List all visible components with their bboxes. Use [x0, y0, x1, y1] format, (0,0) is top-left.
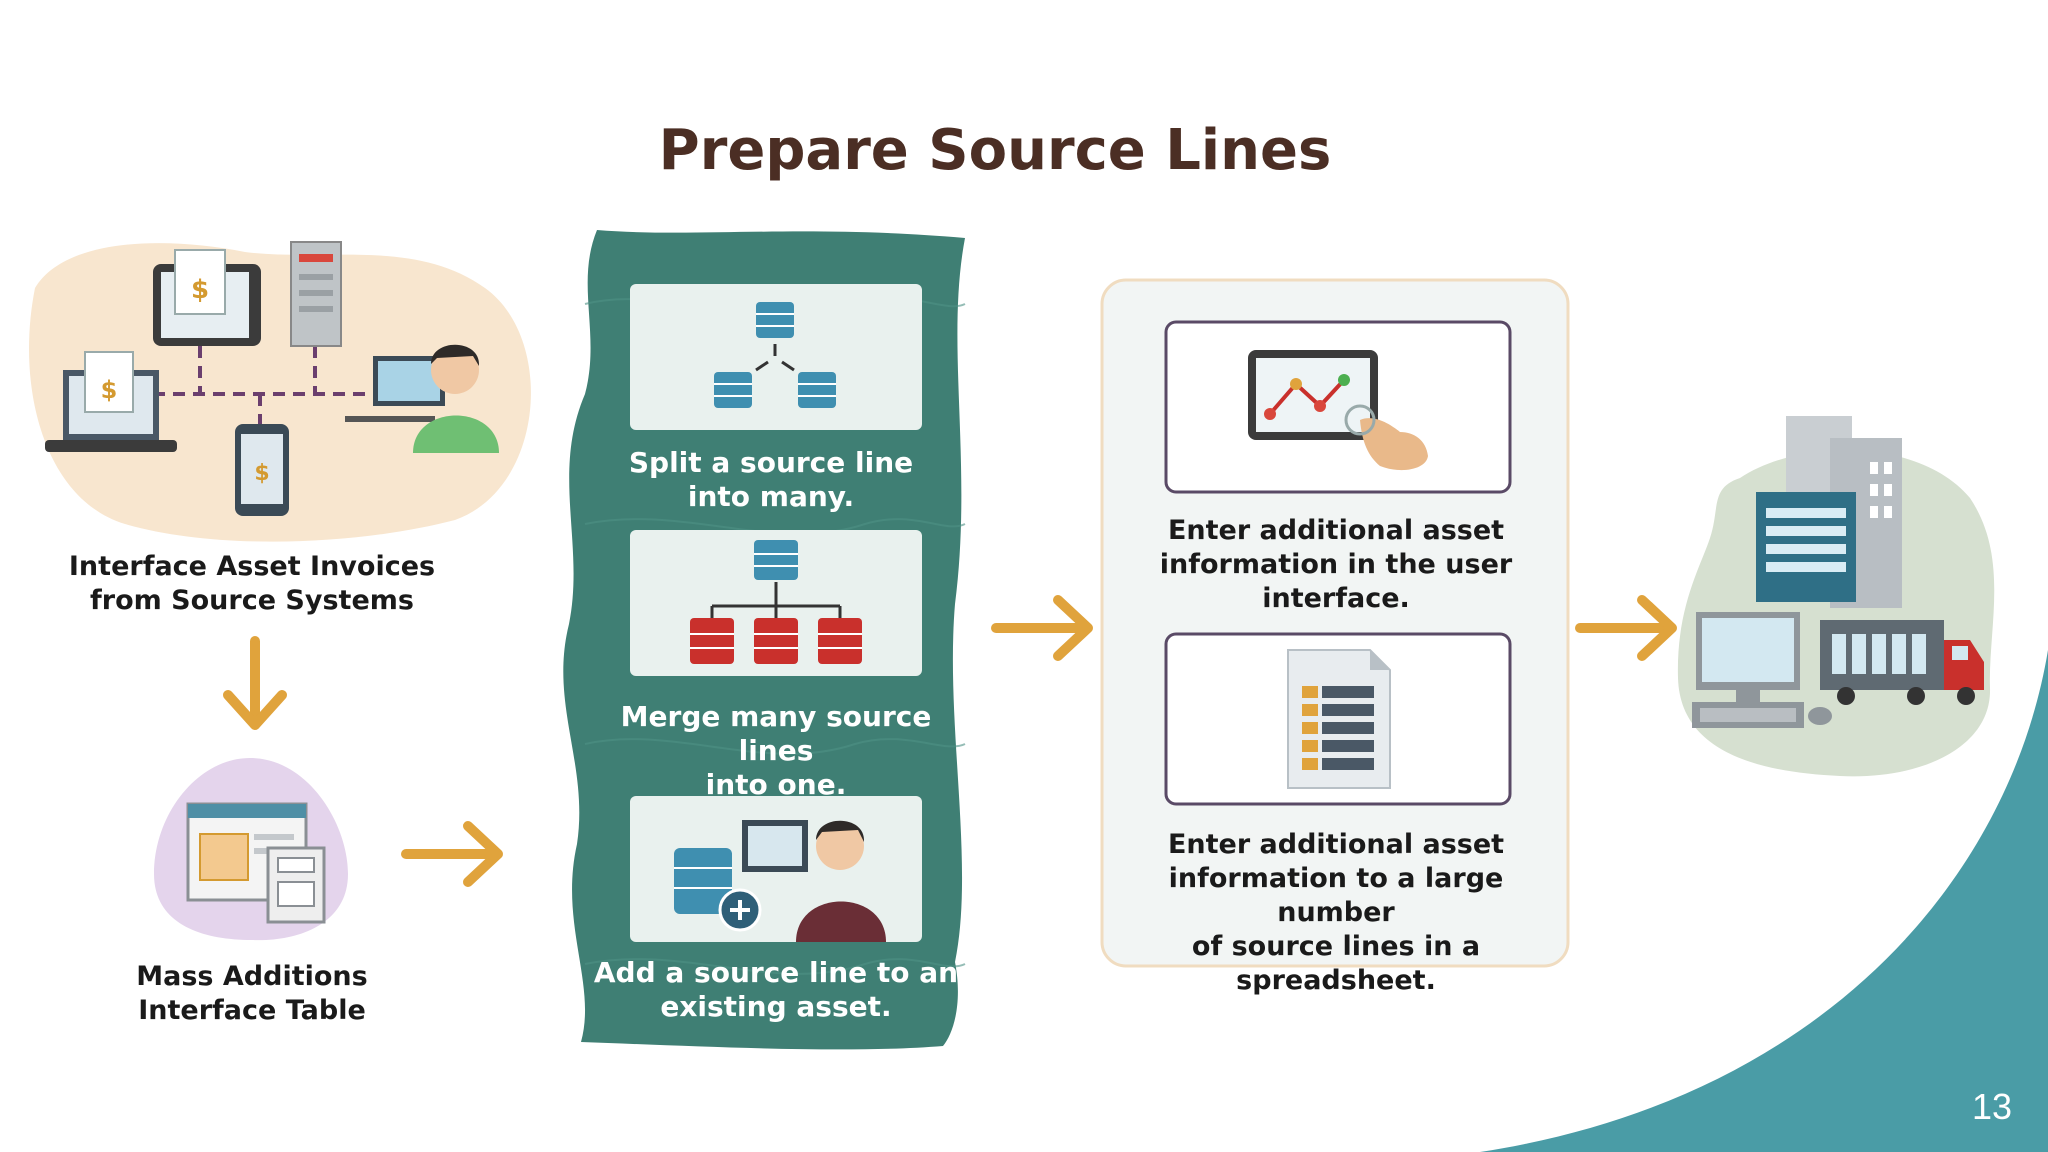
touch-chart-card	[1164, 320, 1512, 494]
laptop-invoice-icon: $	[45, 351, 177, 452]
phone-invoice-icon: $	[235, 424, 289, 516]
merge-card	[630, 530, 922, 676]
interface-invoices-illustration: $ $ $	[29, 241, 531, 542]
assets-illustration	[1677, 416, 1995, 777]
add-label: Add a source line to an existing asset.	[593, 956, 959, 1023]
svg-text:$: $	[101, 376, 118, 404]
merge-label: Merge many source lines into one.	[620, 700, 932, 801]
right-arrow-icon	[1575, 595, 1677, 661]
user-desktop-icon	[345, 344, 499, 453]
split-card	[630, 284, 922, 430]
svg-text:$: $	[254, 461, 269, 486]
computer-icon	[1692, 612, 1832, 728]
server-icon	[290, 241, 342, 347]
svg-text:$: $	[191, 275, 209, 305]
enter-info-ui-label: Enter additional asset information in th…	[1159, 515, 1513, 614]
tablet-invoice-icon: $	[153, 249, 261, 346]
add-database-user-icon	[674, 820, 886, 942]
enter-info-spreadsheet-label: Enter additional asset information to a …	[1167, 829, 1505, 996]
buildings-icon	[1756, 416, 1902, 608]
touch-chart-icon	[1248, 350, 1428, 471]
split-label: Split a source line into many.	[628, 446, 914, 513]
interface-invoices-label: Interface Asset Invoices from Source Sys…	[68, 551, 436, 616]
page-title: Prepare Source Lines	[658, 118, 1332, 183]
page-number: 13	[1971, 1086, 2012, 1127]
truck-icon	[1820, 620, 1984, 705]
merge-database-icon	[690, 540, 862, 664]
interface-table-icon	[186, 802, 326, 924]
split-database-icon	[714, 302, 836, 408]
right-arrow-icon	[991, 595, 1093, 661]
mass-additions-label: Mass Additions Interface Table	[136, 961, 368, 1026]
right-arrow-icon	[401, 821, 503, 887]
spreadsheet-card	[1164, 632, 1512, 806]
add-card	[630, 796, 922, 942]
mass-additions-illustration	[154, 758, 348, 941]
spreadsheet-icon	[1287, 649, 1391, 789]
down-arrow-icon	[223, 636, 287, 730]
